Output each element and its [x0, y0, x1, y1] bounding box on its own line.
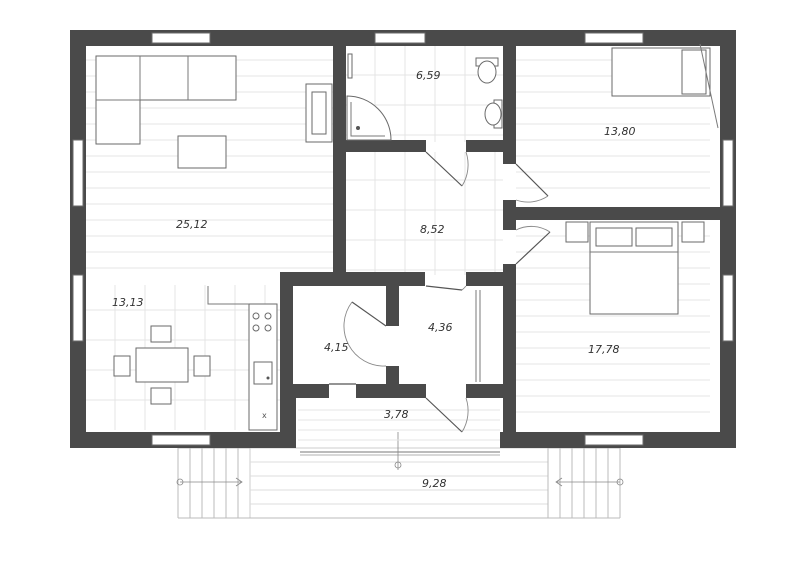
- doors: [329, 151, 551, 433]
- door-bedroom-bottom: [515, 231, 551, 265]
- window-living-left: [72, 139, 84, 207]
- window-kitchen-bottom: [151, 434, 211, 446]
- door-bath: [425, 151, 463, 187]
- towel-rail: [347, 53, 353, 79]
- window-bedroom-bottom-right: [722, 274, 734, 342]
- area-label-bedroom-bottom: 17,78: [588, 343, 620, 356]
- sink-icon: [484, 102, 502, 126]
- pillow: [681, 49, 707, 95]
- area-label-kitchen: 13,13: [112, 296, 144, 309]
- storage-shelves: [475, 290, 481, 382]
- bedroom-bottom-furniture: [565, 221, 705, 315]
- kitchen-furniture: x: [113, 286, 278, 431]
- door-storage-left: [351, 301, 387, 327]
- area-label-living: 25,12: [176, 218, 208, 231]
- living-furniture: [95, 55, 333, 169]
- area-label-vestibule: 3,78: [384, 408, 409, 421]
- window-kitchen-left: [72, 274, 84, 342]
- door-vestibule: [425, 397, 463, 433]
- door-bedroom-top: [515, 163, 549, 197]
- nightstand-left: [565, 221, 589, 243]
- chair: [113, 355, 131, 377]
- terrace-left-stairs: [177, 448, 251, 518]
- chair: [150, 387, 172, 405]
- dining-table: [135, 347, 189, 383]
- tile-grid-hall: [346, 152, 503, 275]
- area-label-hall: 8,52: [420, 223, 445, 236]
- windows: [72, 32, 734, 446]
- tile-grid-vestibule: [298, 409, 500, 441]
- area-label-storage-right: 4,36: [428, 321, 453, 334]
- terrace: [176, 430, 624, 519]
- terrace-hatch: [250, 461, 548, 505]
- terrace-deck: [249, 447, 549, 519]
- kitchen-sink: [253, 361, 273, 385]
- area-labels: 25,12 6,59 13,80 8,52 13,13 4,15 4,36 17…: [112, 69, 636, 490]
- window-living-top: [151, 32, 211, 44]
- bathroom-furniture: [346, 53, 503, 141]
- coffee-table: [177, 135, 227, 169]
- walls: [70, 30, 736, 448]
- pillow-right: [635, 227, 673, 247]
- window-bedroom-top: [584, 32, 644, 44]
- terrace-right-stairs: [547, 448, 621, 518]
- bedroom-top-furniture: [611, 43, 719, 129]
- window-bath-top: [374, 32, 426, 44]
- area-label-storage-left: 4,15: [324, 341, 349, 354]
- area-label-bedroom-top: 13,80: [604, 125, 636, 138]
- chair: [193, 355, 211, 377]
- area-label-bathroom: 6,59: [416, 69, 441, 82]
- window-bedroom-bottom: [584, 434, 644, 446]
- area-label-terrace: 9,28: [422, 477, 447, 490]
- door-storage-right: [425, 285, 463, 291]
- window-bedroom-top-right: [722, 139, 734, 207]
- toilet-icon: [477, 60, 497, 84]
- pillow-left: [595, 227, 633, 247]
- kitchen-mark: x: [262, 411, 267, 420]
- chair: [150, 325, 172, 343]
- nightstand-right: [681, 221, 705, 243]
